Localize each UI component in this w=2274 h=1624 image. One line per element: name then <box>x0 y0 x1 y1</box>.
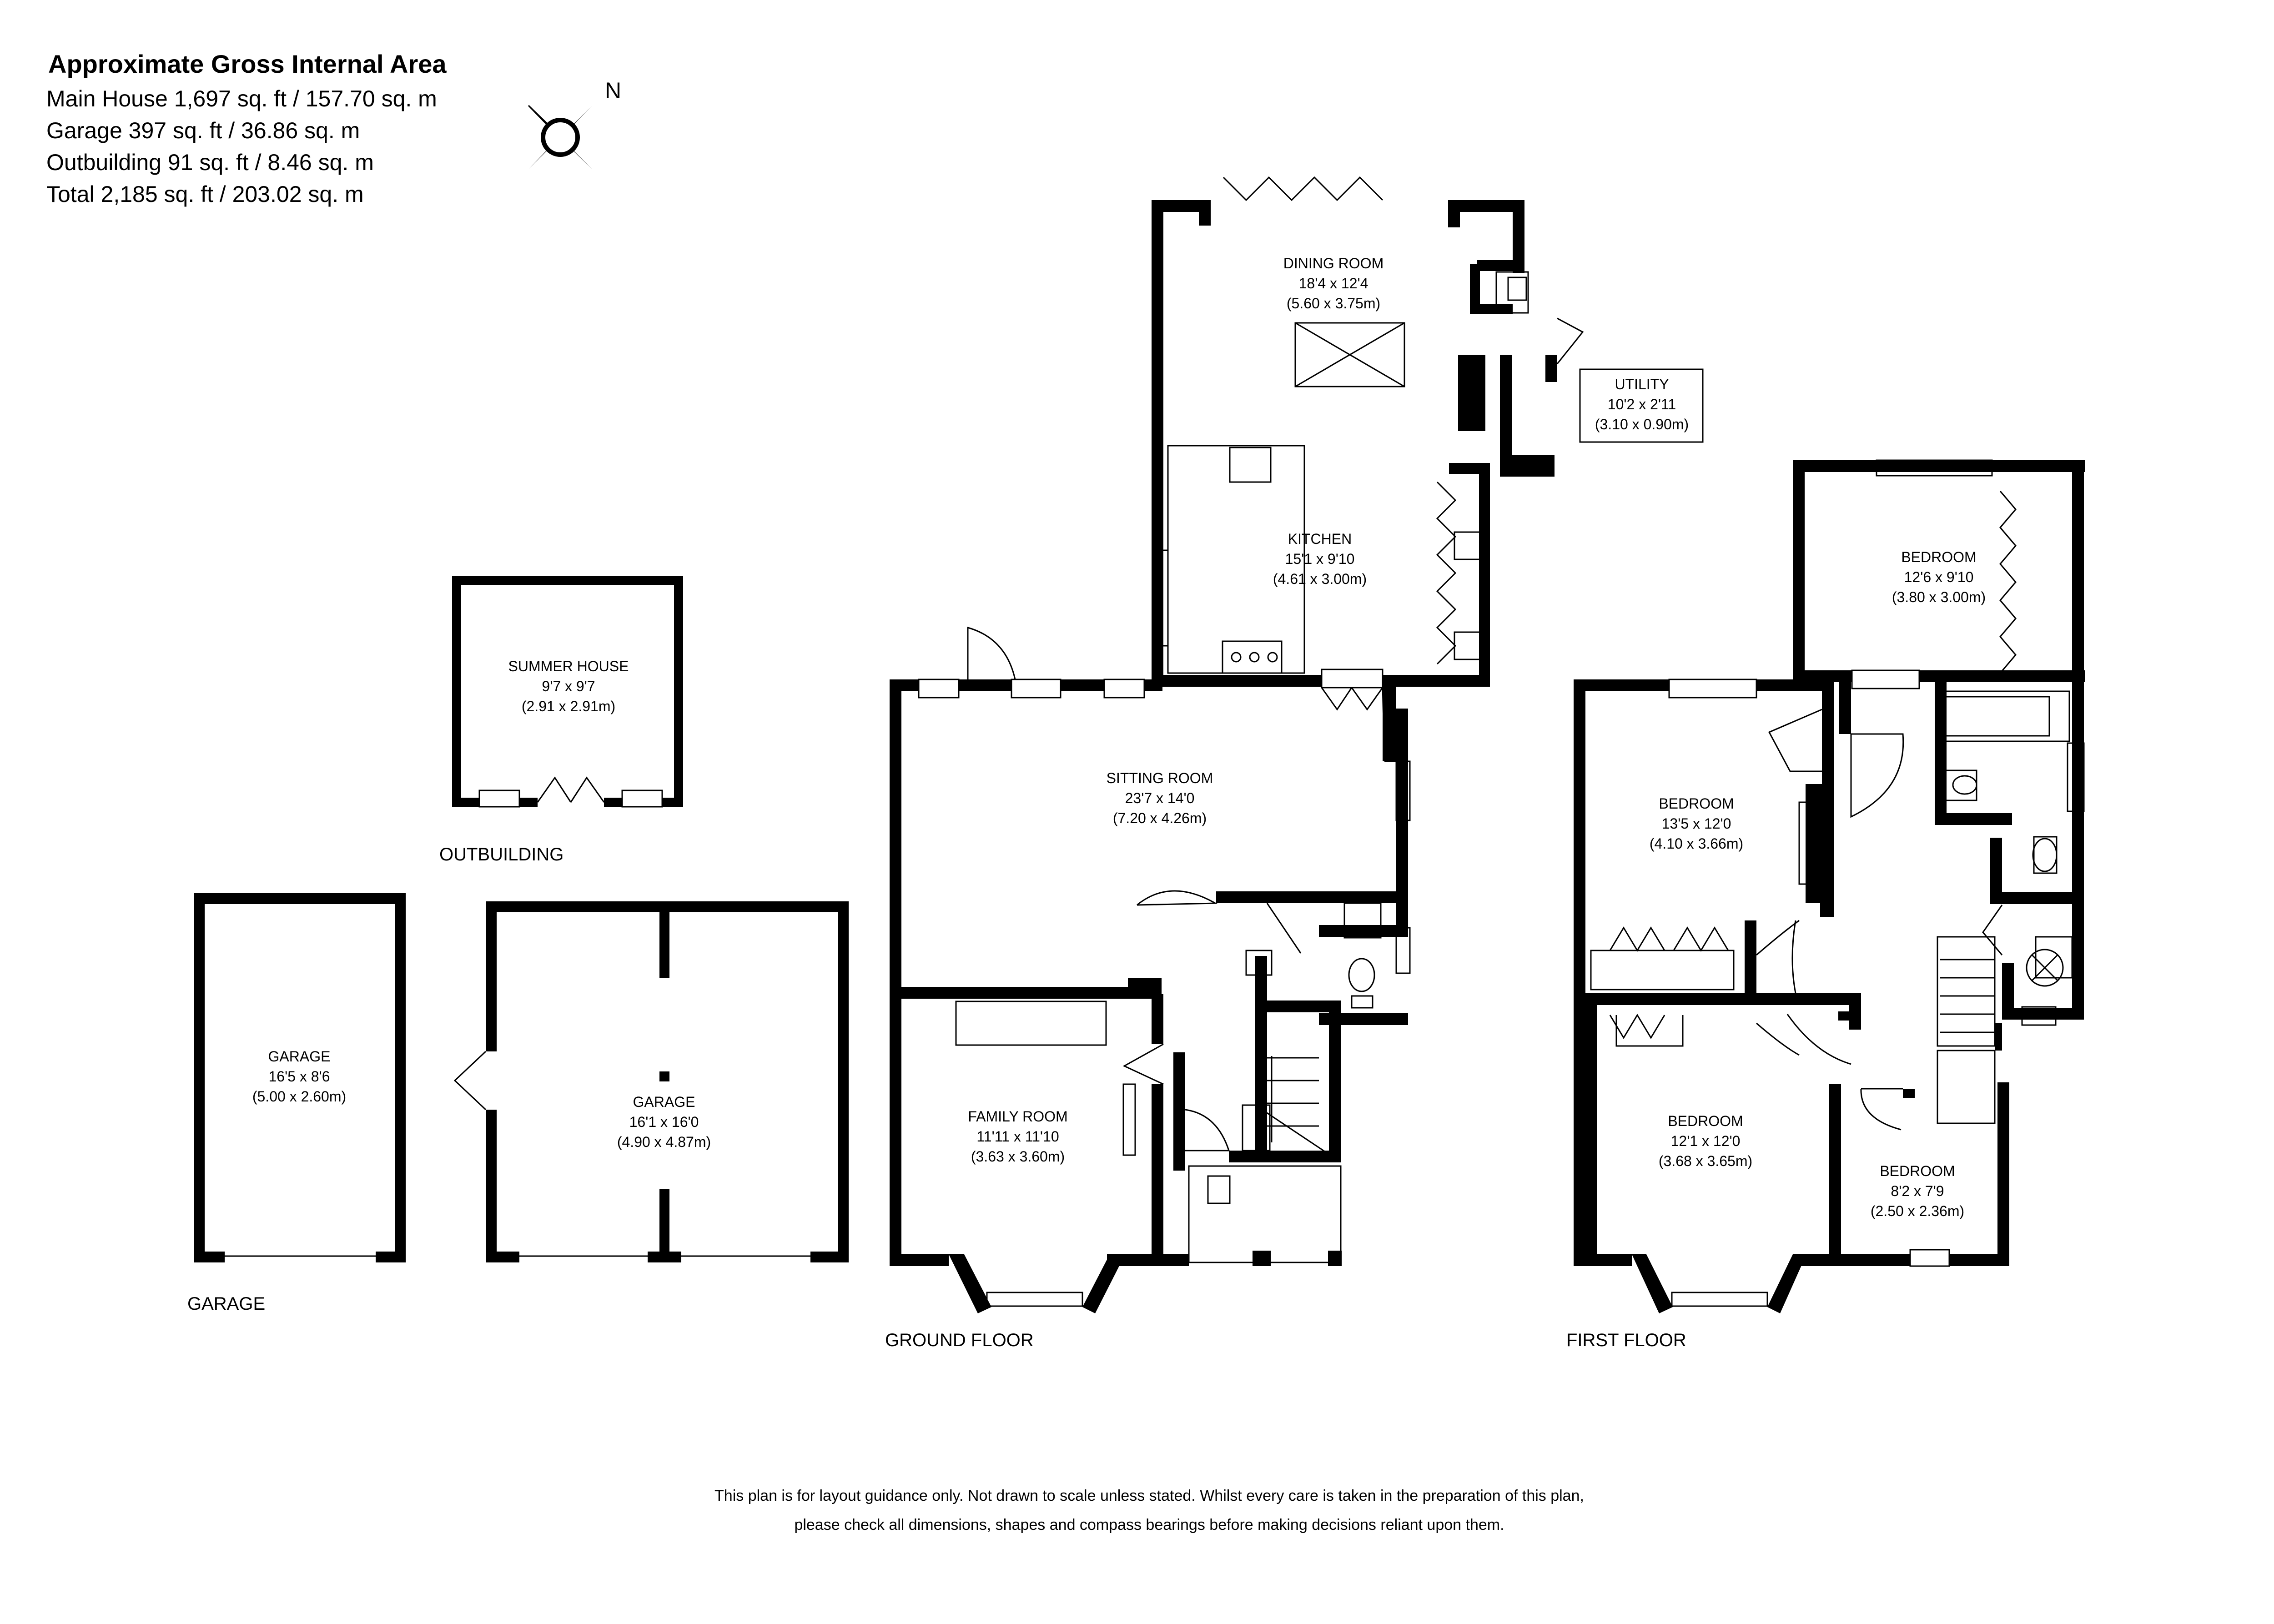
single-garage-name: GARAGE <box>268 1048 331 1065</box>
utility-metric: (3.10 x 0.90m) <box>1595 416 1689 432</box>
legend-main-house: Main House 1,697 sq. ft / 157.70 sq. m <box>46 86 437 111</box>
single-garage-plan: GARAGE 16'5 x 8'6 (5.00 x 2.60m) GARAGE <box>187 893 406 1314</box>
double-garage-size: 16'1 x 16'0 <box>629 1114 699 1130</box>
bedroom-4-name: BEDROOM <box>1880 1163 1955 1179</box>
legend-garage: Garage 397 sq. ft / 36.86 sq. m <box>46 118 360 143</box>
ground-floor-label: GROUND FLOOR <box>885 1330 1034 1350</box>
disclaimer-line-1: This plan is for layout guidance only. N… <box>714 1487 1584 1504</box>
dining-room-name: DINING ROOM <box>1283 255 1384 272</box>
single-garage-metric: (5.00 x 2.60m) <box>252 1088 346 1105</box>
bedroom-4-metric: (2.50 x 2.36m) <box>1871 1203 1964 1219</box>
summer-house-name: SUMMER HOUSE <box>508 658 629 674</box>
legend-total: Total 2,185 sq. ft / 203.02 sq. m <box>46 181 364 207</box>
double-garage-plan: GARAGE 16'1 x 16'0 (4.90 x 4.87m) <box>453 901 849 1262</box>
bedroom-1-metric: (3.80 x 3.00m) <box>1892 589 1986 605</box>
ground-floor-plan: DINING ROOM 18'4 x 12'4 (5.60 x 3.75m) U… <box>885 176 1704 1350</box>
first-floor-plan: BEDROOM 12'6 x 9'10 (3.80 x 3.00m) BEDRO… <box>1566 459 2085 1350</box>
bedroom-2-metric: (4.10 x 3.66m) <box>1650 835 1743 852</box>
bedroom-3-name: BEDROOM <box>1668 1113 1743 1129</box>
summer-house-size: 9'7 x 9'7 <box>542 678 595 694</box>
double-garage-name: GARAGE <box>633 1094 695 1110</box>
kitchen-name: KITCHEN <box>1288 531 1352 547</box>
outbuilding-plan: SUMMER HOUSE 9'7 x 9'7 (2.91 x 2.91m) OU… <box>439 576 683 865</box>
area-legend: Approximate Gross Internal Area Main Hou… <box>46 50 447 207</box>
bedroom-2-name: BEDROOM <box>1659 795 1734 812</box>
double-garage-metric: (4.90 x 4.87m) <box>617 1134 711 1150</box>
utility-size: 10'2 x 2'11 <box>1608 396 1676 412</box>
garage-label: GARAGE <box>187 1294 265 1314</box>
kitchen-size: 15'1 x 9'10 <box>1285 551 1355 567</box>
outbuilding-label: OUTBUILDING <box>439 845 563 865</box>
disclaimer-line-2: please check all dimensions, shapes and … <box>794 1516 1504 1533</box>
dining-room-size: 18'4 x 12'4 <box>1299 275 1368 292</box>
legend-title: Approximate Gross Internal Area <box>48 50 447 78</box>
compass-rose-icon: N <box>528 78 621 169</box>
kitchen-metric: (4.61 x 3.00m) <box>1273 571 1367 587</box>
first-floor-label: FIRST FLOOR <box>1566 1330 1686 1350</box>
summer-house-metric: (2.91 x 2.91m) <box>522 698 615 714</box>
bedroom-2-size: 13'5 x 12'0 <box>1662 815 1731 832</box>
utility-name: UTILITY <box>1615 376 1669 392</box>
bedroom-3-metric: (3.68 x 3.65m) <box>1659 1153 1752 1169</box>
family-room-name: FAMILY ROOM <box>968 1108 1067 1125</box>
sitting-room-metric: (7.20 x 4.26m) <box>1113 810 1207 826</box>
bedroom-4-size: 8'2 x 7'9 <box>1891 1183 1944 1199</box>
compass-north-label: N <box>605 78 621 103</box>
sitting-room-size: 23'7 x 14'0 <box>1125 790 1195 806</box>
family-room-size: 11'11 x 11'10 <box>976 1128 1059 1145</box>
disclaimer: This plan is for layout guidance only. N… <box>714 1487 1584 1533</box>
dining-room-metric: (5.60 x 3.75m) <box>1287 295 1380 312</box>
bedroom-3-size: 12'1 x 12'0 <box>1671 1133 1741 1149</box>
legend-outbuilding: Outbuilding 91 sq. ft / 8.46 sq. m <box>46 150 374 175</box>
family-room-metric: (3.63 x 3.60m) <box>971 1148 1065 1165</box>
bedroom-1-size: 12'6 x 9'10 <box>1904 569 1974 585</box>
bedroom-1-name: BEDROOM <box>1901 549 1976 565</box>
sitting-room-name: SITTING ROOM <box>1107 770 1213 786</box>
single-garage-size: 16'5 x 8'6 <box>269 1068 330 1085</box>
